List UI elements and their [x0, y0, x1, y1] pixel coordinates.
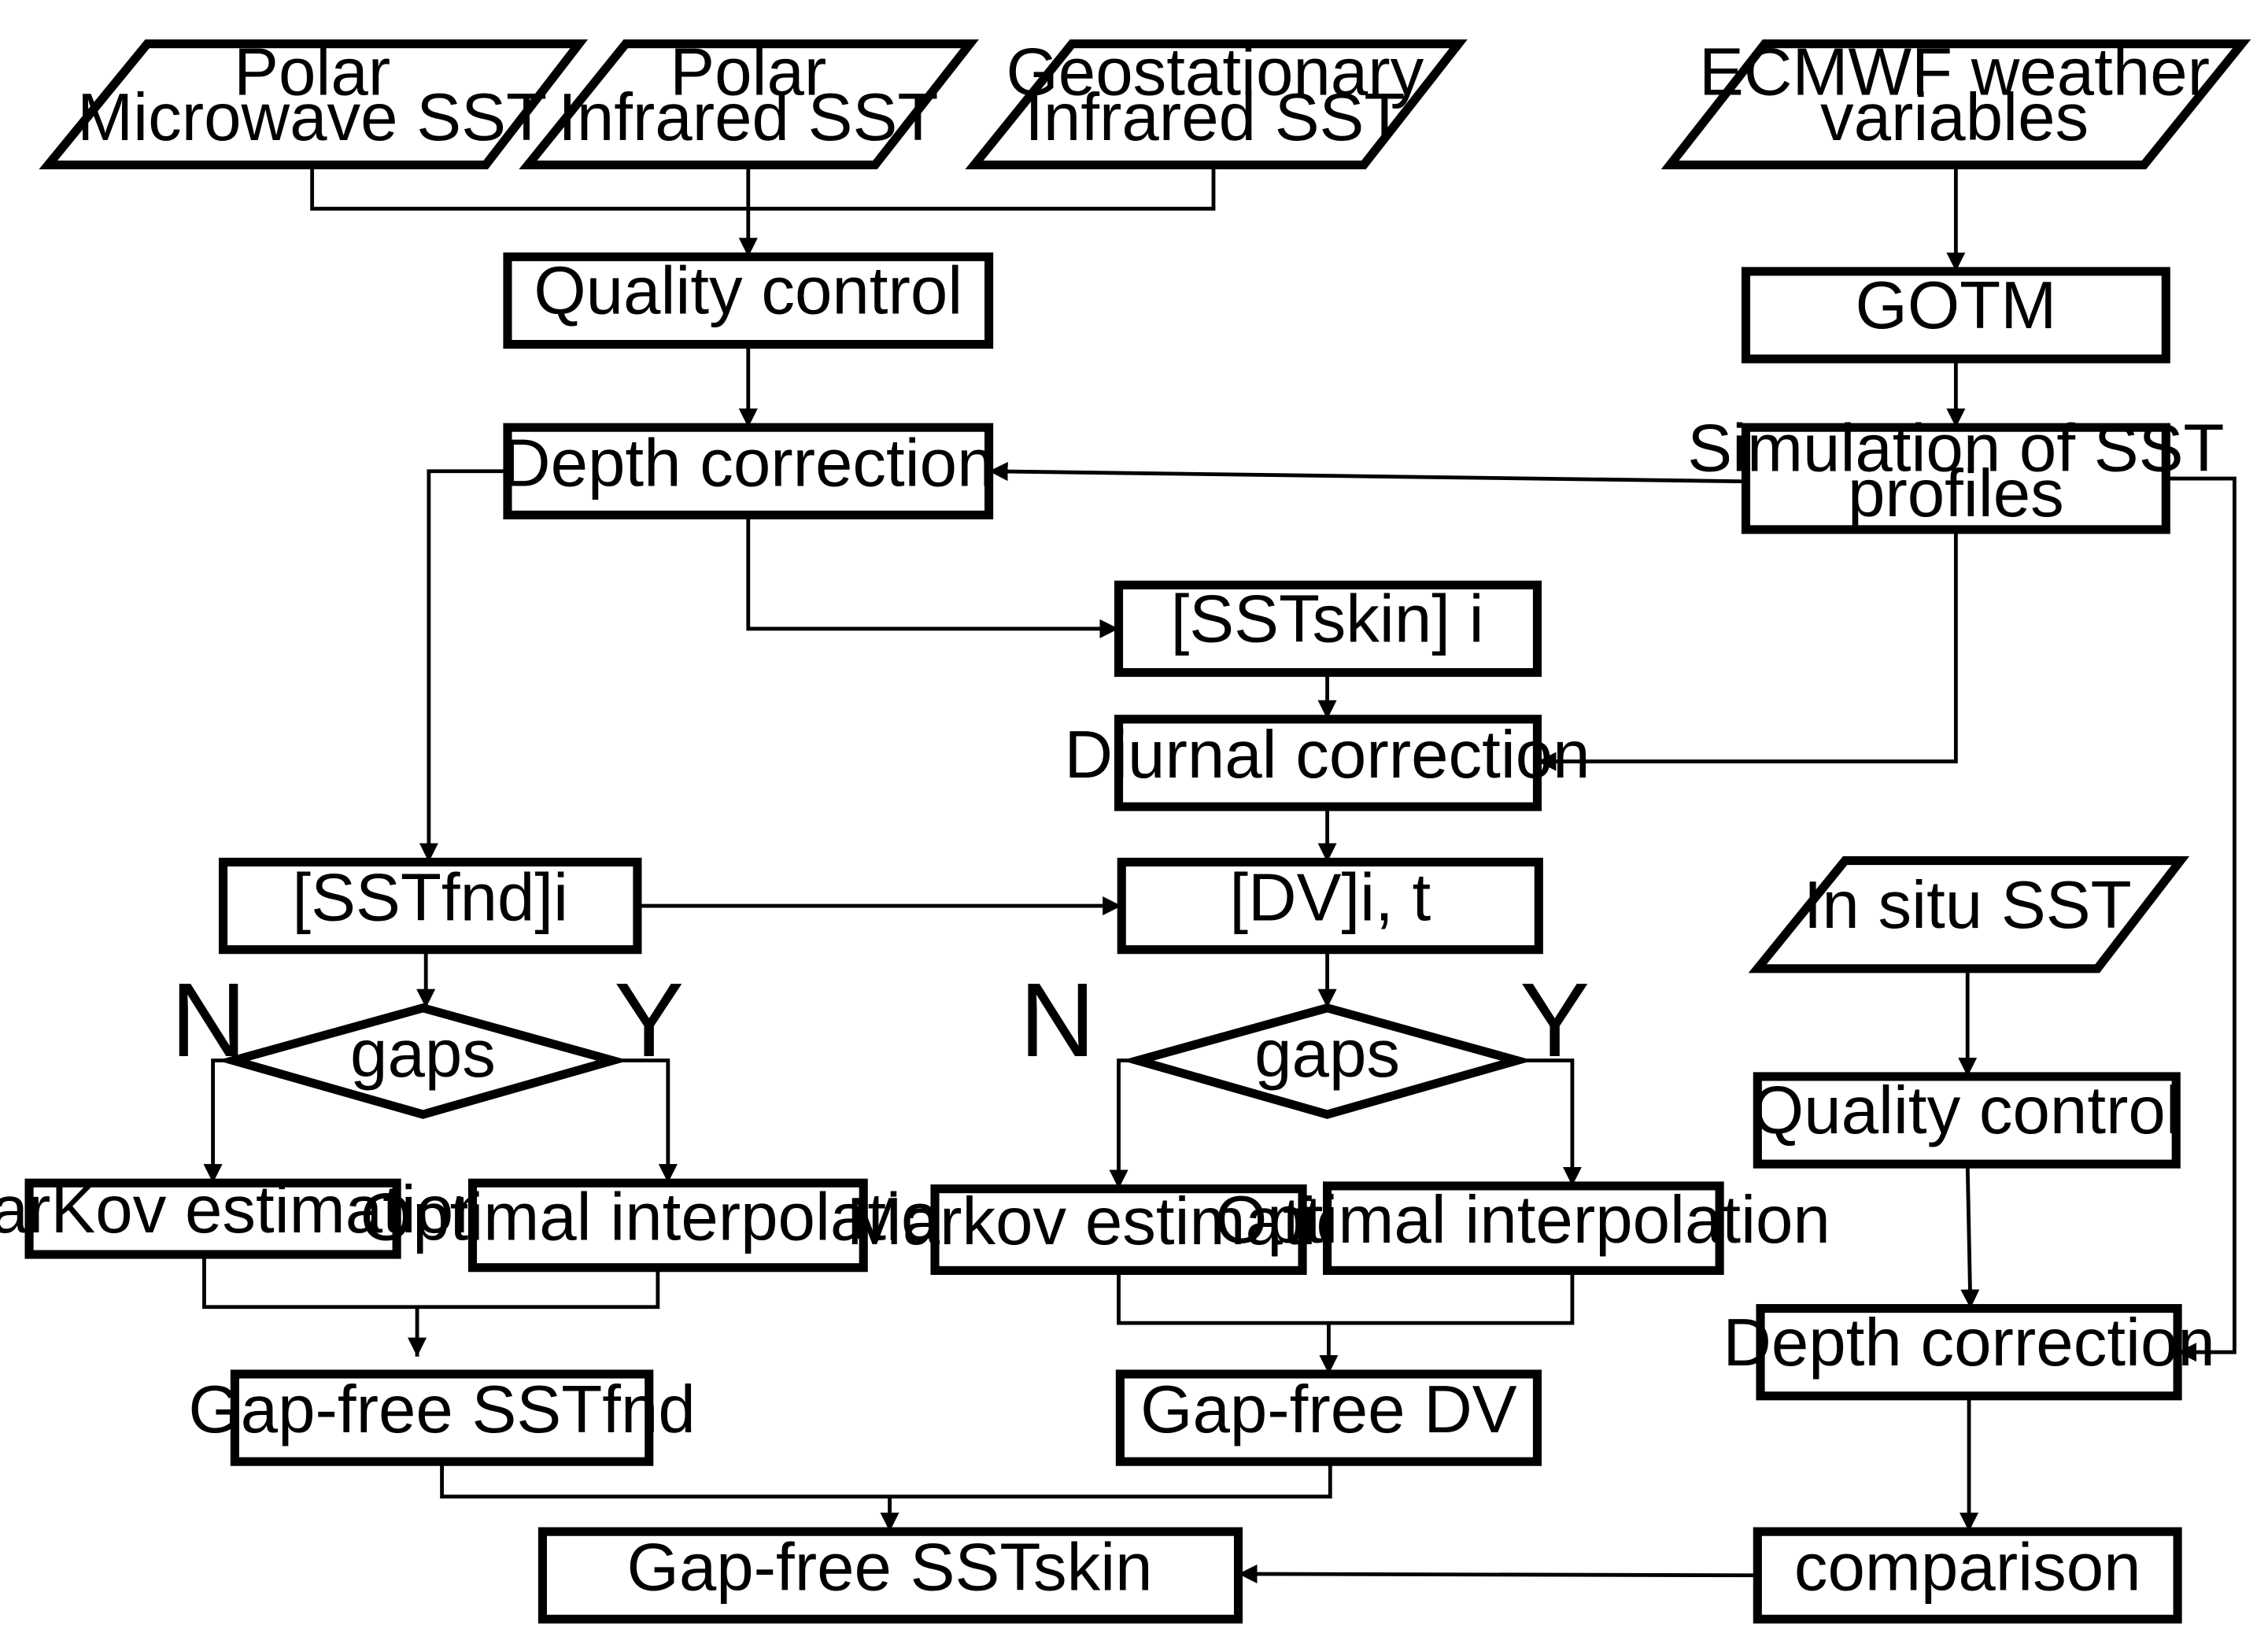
arrow-simulation-to-diurnal [1537, 529, 1958, 771]
process-gotm: GOTM [1741, 267, 2170, 364]
process-optimal-interpolation-right: Optimal interpolation [1215, 1181, 1830, 1275]
gaps-left-label: gaps [350, 1017, 496, 1092]
process-quality-control-insitu: Quality control [1752, 1072, 2181, 1169]
arrow-gaps-right-no [1109, 1058, 1138, 1189]
dv-i-t-label: [DV]i, t [1229, 861, 1431, 936]
sstfnd-i-label: [SSTfnd]i [292, 861, 568, 936]
input-in-situ-label: In situ SST [1804, 868, 2132, 943]
arrow-gaps-right-yes [1516, 1058, 1582, 1186]
gapfree-sstskin-label: Gap-free SSTskin [627, 1530, 1153, 1605]
process-simulation-sst-profiles: Simulation of SST profiles [1687, 412, 2225, 534]
input-geostationary-line1: Geostationary [1006, 35, 1424, 110]
simulation-label-line2: profiles [1848, 456, 2064, 531]
connectors [202, 164, 2237, 1584]
input-polar-infrared-sst: Polar Infrared SST [519, 35, 979, 170]
process-gap-free-sstfnd: Gap-free SSTfnd [188, 1369, 696, 1466]
connector-right-estimations-merge [1117, 1270, 1575, 1325]
process-sstskin-i: [SSTskin] i [1114, 580, 1542, 678]
diurnal-correction-label: Diurnal correction [1065, 718, 1590, 792]
quality-control-sat-label: Quality control [534, 254, 962, 329]
gaps-right-label: gaps [1254, 1017, 1400, 1092]
comparison-label: comparison [1794, 1530, 2141, 1605]
arrow-gaps-left-yes [612, 1058, 678, 1184]
input-geostationary-infrared-sst: Geostationary Infrared SST [965, 35, 1468, 170]
input-ecmwf-line2: variables [1820, 80, 2089, 155]
decision-gaps-left: gaps [216, 1003, 629, 1119]
process-dv-i-t: [DV]i, t [1117, 857, 1543, 955]
decision-gaps-right: gaps [1121, 1003, 1534, 1119]
arrow-gaps-left-no [203, 1058, 234, 1184]
arrow-simulation-to-depth-correction-insitu [2166, 476, 2237, 1362]
process-gap-free-dv: Gap-free DV [1115, 1369, 1542, 1466]
gapfree-sstfnd-label: Gap-free SSTfnd [188, 1372, 695, 1447]
process-sstfnd-i: [SSTfnd]i [219, 857, 642, 955]
process-markov-estimation-right: Markov estimation [847, 1184, 1391, 1275]
input-geostationary-line2: Infrared SST [1025, 80, 1405, 155]
input-polar-microwave-line2: Microwave SST [77, 80, 547, 155]
connector-left-estimations-merge [202, 1254, 660, 1310]
input-ecmwf-line1: ECMWF weather [1699, 35, 2210, 110]
gapfree-dv-label: Gap-free DV [1140, 1372, 1517, 1447]
sstskin-i-label: [SSTskin] i [1171, 582, 1484, 657]
arrow-depth-correction-to-sstskin [746, 515, 1119, 638]
input-polar-microwave-sst: Polar Microwave SST [39, 35, 589, 170]
oi-left-label: Optimal interpolation [360, 1180, 976, 1254]
input-polar-infrared-line2: Infrared SST [558, 80, 938, 155]
connector-gap-free-outputs-merge [440, 1461, 1332, 1499]
markov-left-label: MarKov estimation [0, 1173, 491, 1247]
process-gap-free-sstskin: Gap-free SSTskin [537, 1527, 1243, 1624]
arrow-depth-correction-to-sstfnd [419, 469, 508, 863]
process-depth-correction-insitu: Depth correction [1723, 1304, 2215, 1401]
process-quality-control-satellite: Quality control [503, 252, 994, 349]
oi-right-label: Optimal interpolation [1215, 1183, 1830, 1258]
process-comparison: comparison [1753, 1527, 2182, 1624]
process-depth-correction-satellite: Depth correction [502, 423, 995, 519]
markov-right-label: Markov estimation [847, 1184, 1391, 1259]
process-diurnal-correction: Diurnal correction [1065, 715, 1590, 811]
depth-correction-sat-label: Depth correction [502, 426, 994, 501]
depth-correction-insitu-label: Depth correction [1723, 1306, 2214, 1380]
branch-label-no-right: N [1020, 962, 1095, 1079]
arrow-quality-control-to-depth-correction-insitu [1960, 1164, 1980, 1309]
input-in-situ-sst: In situ SST [1748, 856, 2190, 973]
connector-satellite-inputs-merge [310, 164, 1216, 211]
input-ecmwf-weather-variables: ECMWF weather variables [1660, 35, 2251, 170]
input-polar-infrared-line1: Polar [670, 35, 826, 110]
quality-control-insitu-label: Quality control [1752, 1073, 2181, 1148]
input-polar-microwave-line1: Polar [234, 35, 390, 110]
branch-label-no-left: N [171, 962, 246, 1079]
arrow-comparison-to-gap-free-sstskin [1238, 1564, 1758, 1584]
arrow-simulation-to-depth-correction [988, 462, 1746, 484]
gotm-label: GOTM [1856, 268, 2057, 343]
